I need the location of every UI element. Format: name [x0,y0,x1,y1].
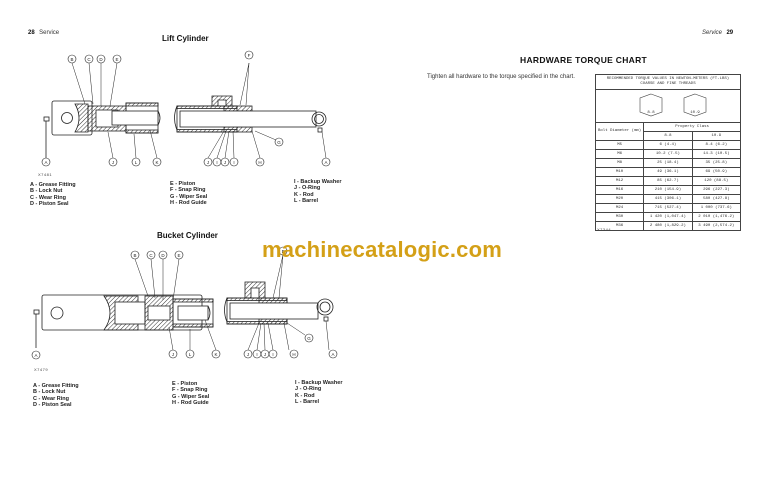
bucket-legend-col-1: A - Grease Fitting B - Lock Nut C - Wear… [33,383,79,408]
legend-item: H - Rod Guide [170,199,207,206]
svg-text:L: L [189,352,192,357]
caption-line-2: COARSE AND FINE THREADS [640,82,696,86]
torque-chart-title: HARDWARE TORQUE CHART [520,55,648,65]
page-header-text: Service [39,30,60,36]
torque-table: RECOMMENDED TORQUE VALUES IN NEWTON-METE… [594,74,742,231]
legend-item: K - Rod [294,191,314,198]
svg-text:10.9: 10.9 [690,111,700,115]
svg-text:E: E [115,57,118,62]
legend-item: B - Lock Nut [33,389,66,396]
bucket-cylinder-title: Bucket Cylinder [157,231,218,240]
bucket-legend-col-3: I - Backup Washer J - O-Ring K - Rod L -… [295,380,342,405]
legend-item: L - Barrel [294,197,319,204]
svg-text:I: I [256,352,257,357]
bucket-figure-code: X7479 [34,367,49,372]
legend-item: B - Lock Nut [30,188,63,195]
lift-cylinder-title: Lift Cylinder [162,34,209,43]
page-number: 29 [726,30,734,36]
svg-text:J: J [224,160,226,165]
svg-text:F: F [282,249,285,254]
svg-text:F: F [248,53,251,58]
svg-text:J: J [247,352,249,357]
legend-item: K - Rod [295,392,315,399]
svg-text:C: C [87,57,91,62]
svg-text:I: I [216,160,217,165]
svg-text:8.8: 8.8 [647,111,655,115]
svg-text:K: K [214,352,217,357]
svg-text:B: B [70,57,73,62]
legend-item: H - Rod Guide [172,399,209,406]
legend-item: I - Backup Washer [295,380,343,386]
svg-text:A: A [331,352,334,357]
svg-text:I: I [272,352,273,357]
svg-text:G: G [307,336,311,341]
torque-intro-text: Tighten all hardware to the torque speci… [427,74,575,80]
svg-text:H: H [258,160,261,165]
legend-item: F - Snap Ring [172,387,208,394]
legend-item: L - Barrel [295,398,320,405]
legend-item: C - Wear Ring [30,194,66,201]
page-header-text: Service [702,30,723,36]
torque-table-container: RECOMMENDED TORQUE VALUES IN NEWTON-METE… [594,74,742,231]
bucket-legend-col-2: E - Piston F - Snap Ring G - Wiper Seal … [172,381,209,406]
svg-text:K: K [155,160,158,165]
caption-line-1: RECOMMENDED TORQUE VALUES IN NEWTON-METE… [606,77,730,81]
svg-text:J: J [207,160,209,165]
lift-legend-col-3: I - Backup Washer J - O-Ring K - Rod L -… [294,179,341,204]
torque-figure-code: X7344 [597,227,612,232]
legend-item: F - Snap Ring [170,187,206,194]
svg-text:J: J [112,160,114,165]
legend-item: D - Piston Seal [33,401,72,408]
legend-item: J - O-Ring [294,185,321,192]
lift-figure-code: X7481 [38,172,53,177]
svg-text:L: L [135,160,138,165]
lift-legend-col-2: E - Piston F - Snap Ring G - Wiper Seal … [170,181,207,206]
legend-item: A - Grease Fitting [30,182,76,188]
svg-text:A: A [44,160,47,165]
legend-item: E - Piston [170,181,196,187]
watermark-text: machinecatalogic.com [262,237,502,262]
svg-text:J: J [264,352,266,357]
svg-text:G: G [277,140,281,145]
class-10-9-header: 10.9 [691,131,742,141]
legend-item: D - Piston Seal [30,200,69,207]
svg-text:E: E [177,253,180,258]
bolt-head-illustrations: 8.8 10.9 [595,89,741,123]
svg-text:D: D [99,57,103,62]
legend-item: G - Wiper Seal [170,193,208,200]
page-number: 28 [28,30,35,36]
svg-text:J: J [172,352,174,357]
svg-text:C: C [149,253,153,258]
hex-bolt-icons: 8.8 10.9 [639,93,707,117]
property-class-header: Property Class [643,122,741,132]
lift-legend-col-1: A - Grease Fitting B - Lock Nut C - Wear… [30,182,76,207]
left-page-header: 28 Service [28,21,59,39]
legend-item: J - O-Ring [295,386,322,393]
svg-text:A: A [324,160,327,165]
right-page-header: Service 29 [702,21,733,39]
class-8-8-header: 8.8 [643,131,693,141]
bolt-diameter-header: Bolt Diameter (mm) [594,122,645,141]
legend-item: G - Wiper Seal [172,393,210,400]
svg-text:A: A [34,353,37,358]
legend-item: C - Wear Ring [33,395,69,402]
svg-text:H: H [292,352,295,357]
legend-item: E - Piston [172,381,198,387]
svg-text:I: I [233,160,234,165]
legend-item: I - Backup Washer [294,179,342,185]
svg-text:D: D [161,253,165,258]
table-caption: RECOMMENDED TORQUE VALUES IN NEWTON-METE… [595,74,741,90]
svg-text:B: B [133,253,136,258]
legend-item: A - Grease Fitting [33,383,79,389]
